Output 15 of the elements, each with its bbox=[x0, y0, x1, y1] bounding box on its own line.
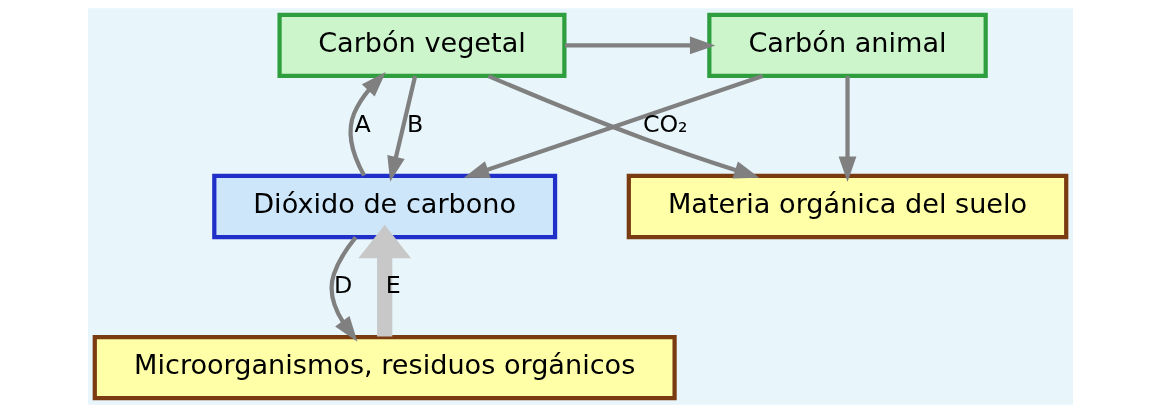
arrow bbox=[838, 76, 857, 182]
edge-label: B bbox=[407, 110, 424, 139]
node-box: Materia orgánica del suelo bbox=[626, 173, 1069, 240]
node-box: Dióxido de carbono bbox=[212, 173, 558, 240]
edge-label: D bbox=[334, 271, 353, 300]
edge-label: E bbox=[385, 271, 401, 300]
node-box: Carbón animal bbox=[707, 12, 988, 79]
node-box: Microorganismos, residuos orgánicos bbox=[92, 334, 677, 401]
arrow bbox=[348, 72, 386, 177]
node-box: Carbón vegetal bbox=[277, 12, 567, 79]
edge-label: A bbox=[354, 110, 371, 139]
arrow bbox=[564, 36, 716, 55]
arrow bbox=[387, 75, 418, 182]
edge-label: CO₂ bbox=[642, 110, 688, 139]
arrow bbox=[358, 224, 412, 337]
